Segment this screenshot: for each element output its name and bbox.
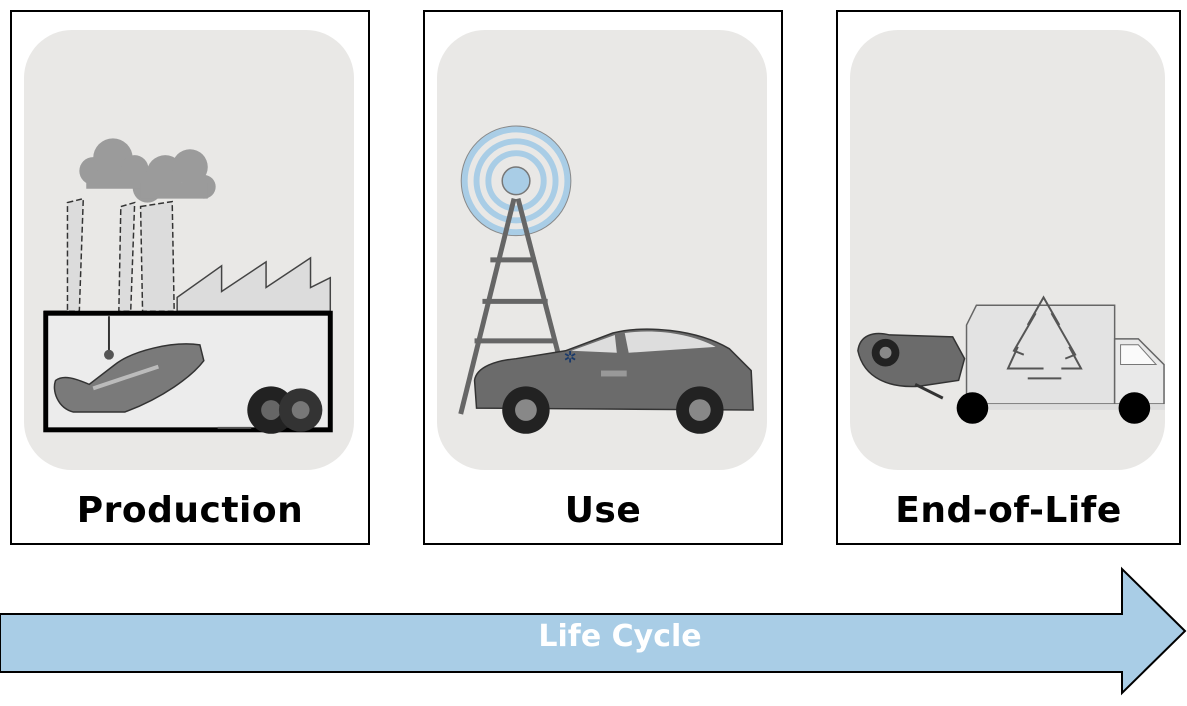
stage-eol-panel: End-of-Life xyxy=(836,10,1181,545)
car-with-radio-tower-icon: ✲ xyxy=(458,125,754,434)
signal-icon xyxy=(460,125,572,237)
smoke-icon xyxy=(79,138,216,203)
stage-card xyxy=(850,30,1165,470)
svg-text:✲: ✲ xyxy=(563,348,576,367)
recycle-icon xyxy=(1006,295,1083,380)
stage-card: ✲ xyxy=(437,30,767,470)
stage-label-end-of-life: End-of-Life xyxy=(895,490,1122,531)
truck-icon xyxy=(956,304,1165,424)
stage-card xyxy=(24,30,354,470)
tower-icon xyxy=(458,198,562,415)
factory-with-car-assembly-icon xyxy=(43,138,333,434)
stage-label-use: Use xyxy=(564,490,642,531)
stage-production-panel: Production xyxy=(10,10,370,545)
car-towed-by-recycling-truck-icon xyxy=(857,295,1165,424)
stage-label-production: Production xyxy=(76,490,304,531)
life-cycle-arrow xyxy=(0,566,1187,696)
car-icon xyxy=(473,328,754,434)
life-cycle-label: Life Cycle xyxy=(538,619,702,654)
stage-use-panel: ✲ Use xyxy=(423,10,783,545)
